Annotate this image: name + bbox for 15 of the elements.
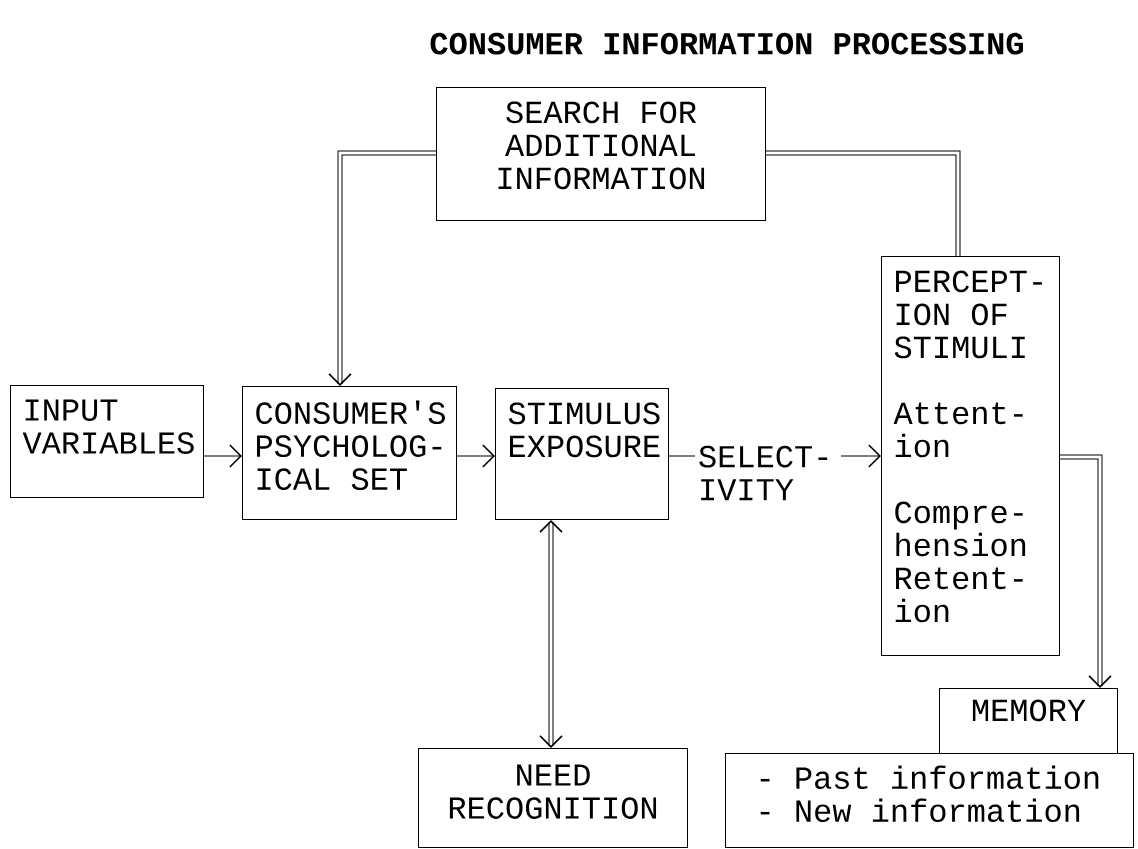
process-box: NEED RECOGNITION bbox=[418, 748, 688, 848]
process-box: INPUT VARIABLES bbox=[10, 385, 204, 498]
process-box: PERCEPT- ION OF STIMULI Attent- ion Compre- hension Retent- ion bbox=[881, 256, 1060, 656]
edge-label: SELECT- IVITY bbox=[695, 442, 841, 504]
process-box: SEARCH FOR ADDITIONAL INFORMATION bbox=[436, 87, 766, 221]
text-box: - Past information - New information bbox=[725, 753, 1134, 848]
arrow bbox=[456, 444, 495, 468]
title: CONSUMER INFORMATION PROCESSING bbox=[430, 32, 1023, 55]
arrow bbox=[328, 150, 436, 386]
memory-box: MEMORY bbox=[939, 688, 1118, 754]
process-box: CONSUMER'S PSYCHOLOG- ICAL SET bbox=[242, 386, 457, 520]
arrow bbox=[203, 444, 242, 468]
arrow bbox=[1060, 454, 1112, 688]
arrow bbox=[539, 520, 563, 748]
process-box: STIMULUS EXPOSURE bbox=[495, 388, 669, 520]
